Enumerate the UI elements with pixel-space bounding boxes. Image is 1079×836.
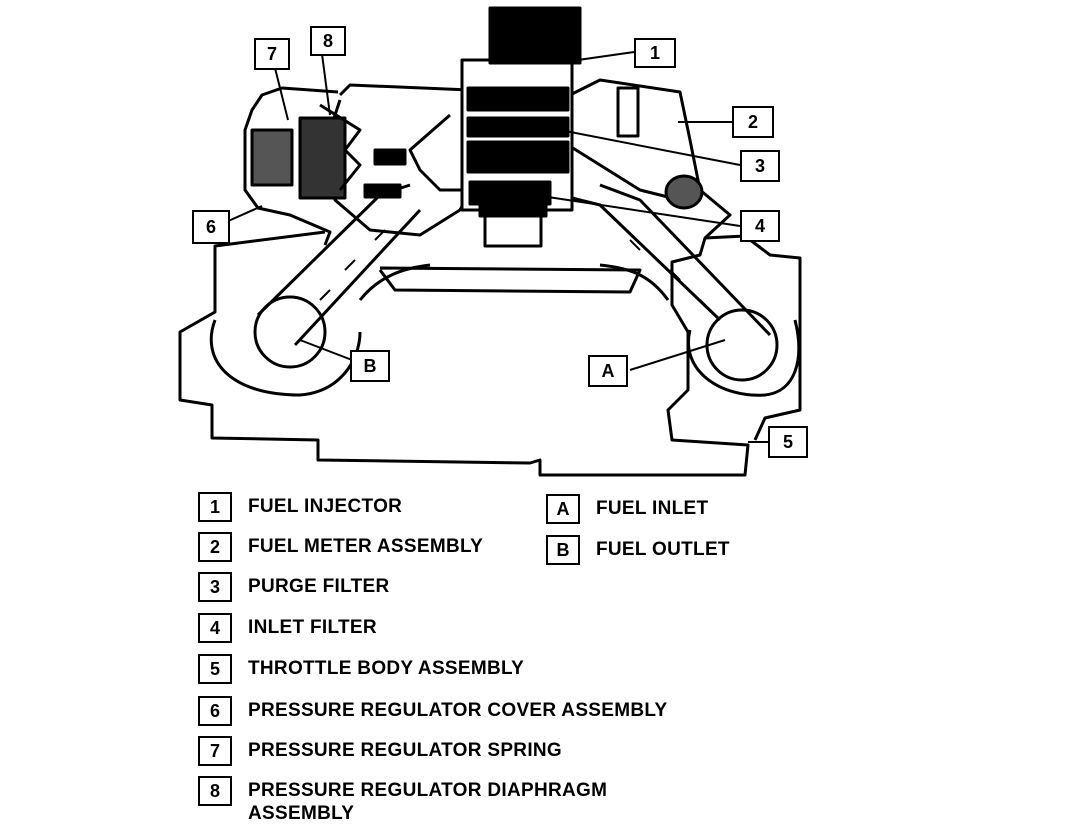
left-fuel-bowl	[209, 319, 362, 397]
legend-key: 3	[198, 572, 232, 602]
legend-item-8: 8 PRESSURE REGULATOR DIAPHRAGM ASSEMBLY	[198, 776, 607, 825]
legend-item-7: 7 PRESSURE REGULATOR SPRING	[198, 736, 562, 766]
fuel-outlet-port	[253, 295, 327, 369]
throttle-body-diagram	[178, 6, 802, 477]
callout-4: 4	[740, 210, 780, 242]
callout-7: 7	[254, 38, 290, 70]
legend-label: THROTTLE BODY ASSEMBLY	[248, 658, 525, 679]
callout-a: A	[588, 355, 628, 387]
legend-key: 2	[198, 532, 232, 562]
legend-key: 6	[198, 696, 232, 726]
legend-label: FUEL INLET	[596, 498, 709, 519]
pressure-regulator-cover	[243, 86, 339, 246]
legend-key: 8	[198, 776, 232, 806]
legend-label: FUEL INJECTOR	[248, 496, 403, 517]
legend-label: PURGE FILTER	[248, 576, 390, 597]
legend-item-2: 2 FUEL METER ASSEMBLY	[198, 532, 483, 562]
legend-item-4: 4 INLET FILTER	[198, 613, 377, 643]
legend-key: A	[546, 494, 580, 524]
gasket	[664, 174, 704, 210]
callout-6: 6	[192, 210, 230, 244]
fuel-inlet-port	[705, 308, 779, 382]
legend-item-a: A FUEL INLET	[546, 494, 708, 524]
legend-key: 7	[198, 736, 232, 766]
outlet-passage	[256, 183, 411, 317]
callout-3: 3	[740, 150, 780, 182]
legend-key: 4	[198, 613, 232, 643]
screw	[616, 86, 640, 138]
right-fuel-bowl	[687, 319, 801, 397]
legend-label: PRESSURE REGULATOR DIAPHRAGM ASSEMBLY	[248, 780, 608, 824]
legend-label: INLET FILTER	[248, 617, 377, 638]
legend-label: PRESSURE REGULATOR COVER ASSEMBLY	[248, 700, 668, 721]
legend-key: 5	[198, 654, 232, 684]
legend-item-1: 1 FUEL INJECTOR	[198, 492, 402, 522]
callout-b: B	[350, 350, 390, 382]
legend-item-3: 3 PURGE FILTER	[198, 572, 390, 602]
legend-key: B	[546, 535, 580, 565]
callout-5: 5	[768, 426, 808, 458]
callout-2: 2	[732, 106, 774, 138]
legend-item-b: B FUEL OUTLET	[546, 535, 730, 565]
legend-item-5: 5 THROTTLE BODY ASSEMBLY	[198, 654, 524, 684]
legend-key: 1	[198, 492, 232, 522]
legend-label: FUEL OUTLET	[596, 539, 730, 560]
callout-1: 1	[634, 38, 676, 68]
callout-8: 8	[310, 26, 346, 56]
legend-label: PRESSURE REGULATOR SPRING	[248, 740, 563, 761]
inner-cavity	[378, 266, 642, 294]
throttle-body-outline	[178, 230, 802, 477]
legend-label: FUEL METER ASSEMBLY	[248, 536, 484, 557]
meter-body	[338, 78, 732, 240]
legend-item-6: 6 PRESSURE REGULATOR COVER ASSEMBLY	[198, 696, 668, 726]
